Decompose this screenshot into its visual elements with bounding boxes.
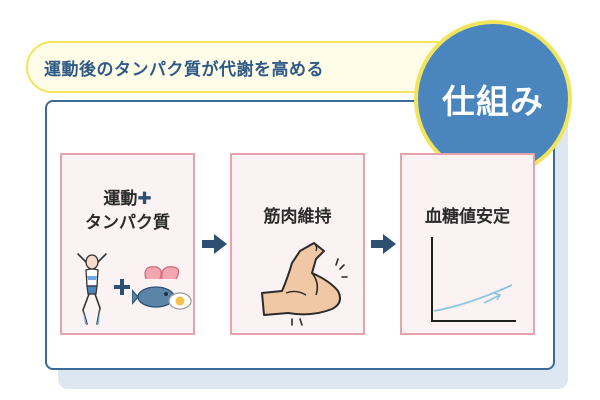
caption-text: 運動後のタンパク質が代謝を高める bbox=[44, 59, 324, 80]
caption-banner: 運動後のタンパク質が代謝を高める bbox=[26, 41, 464, 93]
step-1-title-line2: タンパク質 bbox=[85, 213, 170, 233]
exercising-woman-icon bbox=[77, 253, 107, 325]
step-card-exercise-protein: 運動✚ タンパク質 bbox=[60, 153, 195, 335]
badge-label: 仕組み bbox=[442, 82, 544, 121]
plus-sign-icon bbox=[114, 279, 130, 295]
plus-mark: ✚ bbox=[137, 189, 152, 209]
protein-food-icon bbox=[132, 266, 192, 310]
trend-arrow-icon bbox=[483, 294, 501, 304]
trend-line bbox=[433, 284, 513, 312]
right-arrow-icon bbox=[202, 234, 227, 254]
step-2-title: 筋肉維持 bbox=[263, 207, 332, 227]
step-1-line1: 運動 bbox=[103, 189, 138, 209]
step-card-blood-sugar-stable: 血糖値安定 bbox=[400, 153, 535, 335]
stable-trend-graph-icon bbox=[431, 237, 516, 322]
right-arrow-icon bbox=[371, 234, 396, 254]
step-1-title-line1: 運動✚ bbox=[62, 187, 193, 211]
step-card-muscle-maintenance: 筋肉維持 bbox=[230, 153, 365, 335]
flexed-arm-icon bbox=[261, 242, 348, 326]
step-3-title: 血糖値安定 bbox=[425, 207, 510, 227]
